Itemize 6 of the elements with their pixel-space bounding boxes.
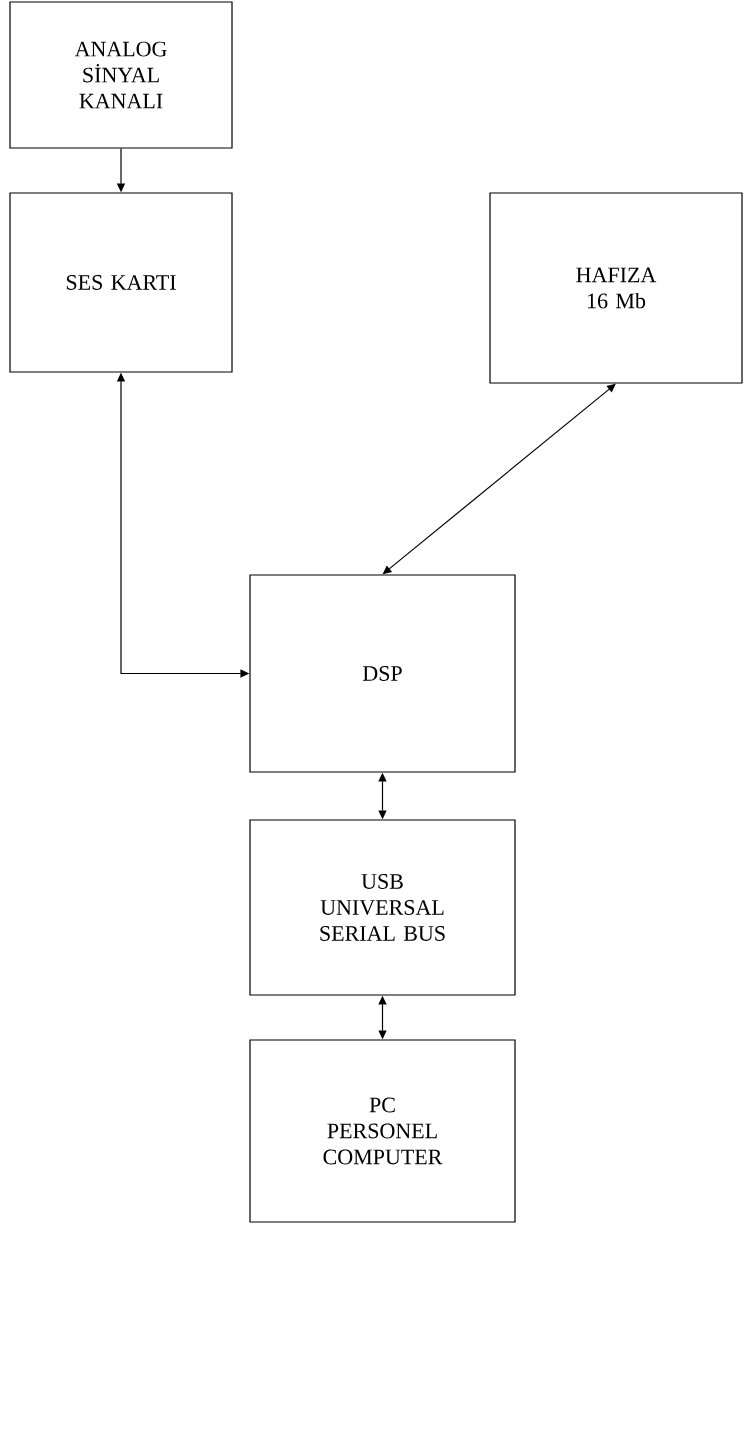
process-box: DSP [249, 574, 516, 773]
process-box: SES KARTI [9, 192, 233, 373]
process-box: ANALOG SİNYAL KANALI [9, 1, 233, 149]
process-box: PC PERSONEL COMPUTER [249, 1039, 516, 1223]
process-box: USB UNIVERSAL SERIAL BUS [249, 819, 516, 996]
process-box: HAFIZA 16 Mb [489, 192, 743, 384]
